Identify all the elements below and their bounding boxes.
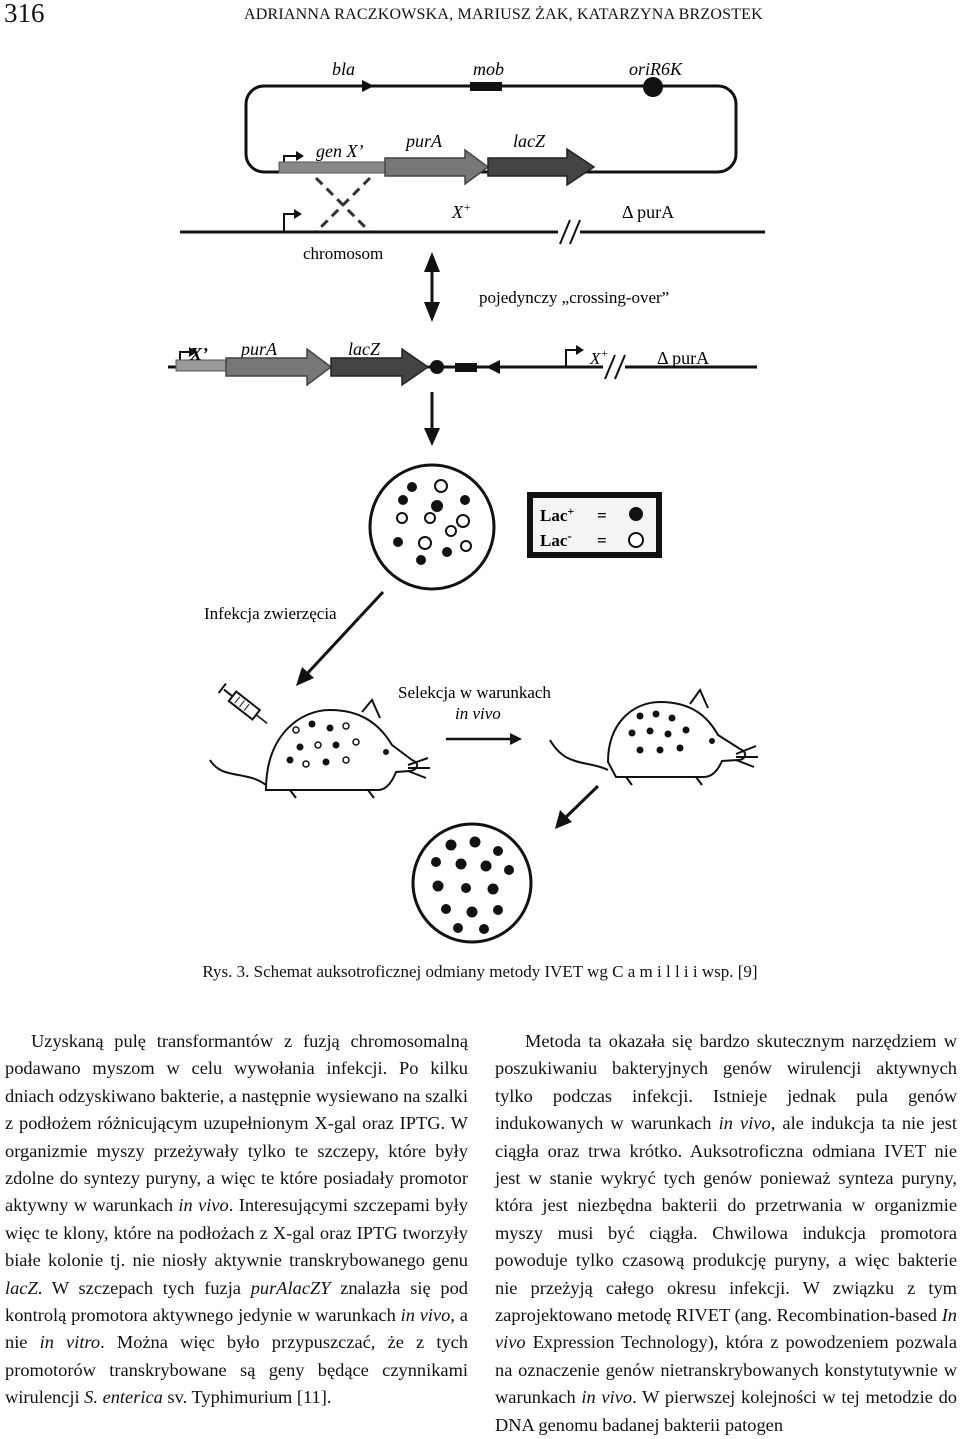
legend-eq-plus: = [597, 506, 607, 525]
text-run: ponieważ synteza puryny, która jest niez… [495, 1168, 957, 1216]
integrated-delta-label: Δ purA [657, 348, 709, 368]
ori-label: oriR6K [629, 59, 683, 79]
text-run: Chwilowa indukcja promotora powoduje tyl… [495, 1222, 957, 1271]
text-run: todę RIVET (ang. Recombination-based [639, 1305, 942, 1326]
italic-term: in vivo [400, 1305, 451, 1326]
pura-label: purA [404, 131, 443, 151]
legend-lac-minus: Lac- [540, 528, 572, 550]
legend-eq-minus: = [597, 531, 607, 550]
mob-block [470, 82, 502, 91]
text-run: żywały tylko te szczepy, które były zdol… [5, 1140, 468, 1189]
italic-term: In vivo [495, 1305, 958, 1353]
text-run: Metoda ta okazała się bardzo skutecznym … [525, 1031, 892, 1051]
syringe-icon [217, 682, 268, 724]
figure-caption: Rys. 3. Schemat auksotroficznej odmiany … [202, 962, 758, 981]
integrated-mob-block [455, 363, 477, 372]
lacz-label: lacZ [513, 131, 546, 151]
selected-colonies [431, 836, 514, 934]
bla-label: bla [332, 59, 355, 79]
lacz-arrow [487, 147, 596, 187]
legend-lac-plus: Lac+ [540, 504, 574, 525]
text-run: okresu infekcji. W związku z tym zaproje… [495, 1277, 957, 1326]
integrated-pura-label: purA [239, 339, 278, 359]
running-header-authors: ADRIANNA RACZKOWSKA, MARIUSZ ŻAK, KATARZ… [244, 6, 763, 23]
integrated-pura-arrow [225, 347, 333, 387]
italic-term: lacZY [287, 1277, 331, 1298]
text-run: nie w warunkach [495, 1359, 957, 1408]
text-run: tworzyły białe kolonie tj. nie niosły ak… [5, 1222, 468, 1271]
text-run: . W szczepach tych fuzja [37, 1277, 251, 1298]
mouse-infected-icon [209, 698, 430, 799]
integrated-xplus-label: X+ [589, 346, 609, 368]
selection-label-line1: Selekcja w warunkach [398, 683, 551, 702]
text-run: siewano na szalki z podłożem różnicujący… [5, 1085, 468, 1134]
text-run: sv. Typhimurium [11]. [162, 1387, 332, 1408]
x-prime-label: X’ [189, 344, 208, 364]
text-run: . Interesującymi szczepami były [228, 1195, 468, 1216]
text-run: sion Technology), która z powodzeniem po… [495, 1332, 957, 1380]
right-paragraph: Metoda ta okazała się bardzo skutecznym … [495, 1028, 957, 1439]
text-run: malną podawano myszom w celu wywołania i… [5, 1031, 468, 1079]
text-run: , a nie [5, 1305, 468, 1353]
text-run: . W pierwszej kolejności w tej [632, 1387, 860, 1408]
text-run: dziem w poszukiwaniu bakteryjnych genów … [495, 1031, 957, 1079]
text-run: Uzyskaną pulę transformantów z fuzją chr… [31, 1031, 424, 1051]
genx-label: gen X’ [316, 141, 363, 161]
genx-segment [278, 161, 386, 174]
pura-arrow [384, 148, 490, 186]
text-run: oznaczenie genów nietranskrybowanych kon… [518, 1359, 916, 1380]
mixed-colonies [393, 479, 472, 565]
text-run: cja ta nie jest ciągła oraz trwa krótko.… [495, 1113, 957, 1161]
italic-term: S. enterica [84, 1387, 163, 1408]
italic-term: lacZ [5, 1277, 38, 1298]
chromosome-delta-label: Δ purA [622, 202, 674, 222]
chromosome-xplus-label: X+ [451, 200, 471, 222]
crossover-mark [314, 176, 372, 234]
text-run: więc te klony, które na podłożach z X-ga… [5, 1222, 398, 1243]
infection-label: Infekcja zwierzęcia [204, 604, 337, 623]
crossing-over-label: pojedynczy „crossing-over” [479, 288, 669, 307]
chromosome-label: chromosom [303, 244, 383, 263]
mouse-selected-colonies [628, 710, 690, 754]
petri-dish-mixed [368, 463, 496, 591]
ivet-scheme-figure: bla mob oriR6K gen X’ purA lacZ X+ Δ pur… [168, 59, 765, 944]
text-run: , ale induk [770, 1113, 853, 1134]
text-run: więc było przypuszczać, że z tych promot… [5, 1332, 468, 1380]
text-run: znalazła się pod kontrolą promotora akty… [5, 1277, 468, 1326]
mouse-selected-icon [549, 687, 758, 786]
ori-dot [643, 77, 663, 97]
text-run: puryny, a więc te które posiadały promot… [5, 1168, 468, 1216]
mob-label: mob [473, 59, 504, 79]
legend-white-colony [628, 532, 644, 548]
integrated-ori-dot [430, 360, 444, 374]
body-column-left: Uzyskaną pulę transformantów z fuzją chr… [5, 1028, 468, 1412]
italic-term: in vivo [178, 1195, 229, 1216]
text-run: genów indukowanych w warunkach [495, 1085, 957, 1134]
mouse-infected-colonies [286, 720, 360, 768]
integrated-lacz-label: lacZ [348, 339, 381, 359]
text-run: w warunkach [73, 1195, 179, 1216]
selection-label-line2: in vivo [455, 704, 501, 723]
text-run: . Można [100, 1332, 168, 1353]
italic-term: purA [250, 1277, 288, 1298]
left-paragraph: Uzyskaną pulę transformantów z fuzją chr… [5, 1028, 468, 1412]
text-run: bowanego genu [349, 1250, 468, 1271]
text-run: krybowane są geny będące czynnikami wiru… [5, 1359, 468, 1408]
text-run: nionym X-gal oraz IPTG. W organizmie mys… [5, 1113, 468, 1161]
text-run: jedynie w warunkach [238, 1305, 401, 1326]
text-run: metodzie do DNA genomu badanej bakterii … [495, 1387, 957, 1435]
text-run: Po kilku dniach odzyskiwano bakterie, a … [5, 1058, 468, 1106]
italic-term: in vitro [39, 1332, 101, 1353]
italic-term: in vivo [581, 1387, 633, 1408]
legend-dark-colony [629, 507, 643, 521]
text-run: Expres [525, 1332, 584, 1353]
body-column-right: Metoda ta okazała się bardzo skutecznym … [495, 1028, 957, 1439]
text-run: produkcję puryny, a więc bakterie nie pr… [495, 1250, 957, 1298]
text-run: aktywnych tylko podczas infekcji. Istnie… [495, 1058, 957, 1106]
page-number: 316 [4, 0, 45, 28]
text-run: do przetrwania w organizmie myszy musi b… [495, 1195, 957, 1243]
text-run: odmiana IVET nie jest w stanie wykryć ty… [495, 1140, 957, 1189]
integrated-lacz-arrow [330, 347, 430, 387]
italic-term: in vivo [718, 1113, 771, 1134]
